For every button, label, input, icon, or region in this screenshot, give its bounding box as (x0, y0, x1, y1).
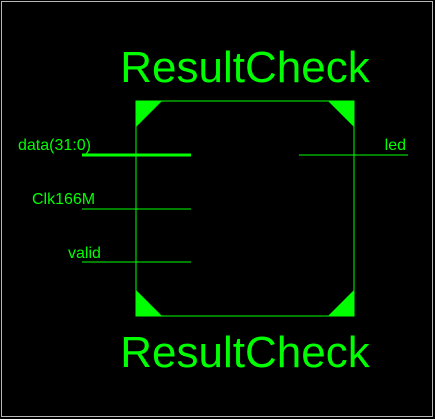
port-label-clk166m: Clk166M (32, 191, 95, 208)
corner-marker-bottom-right (328, 290, 354, 316)
symbol-title-top: ResultCheck (120, 43, 370, 92)
corner-marker-top-right (328, 101, 354, 127)
port-label-led: led (385, 137, 406, 154)
port-label-data: data(31:0) (18, 137, 91, 154)
port-label-valid: valid (68, 245, 101, 262)
corner-marker-bottom-left (136, 290, 162, 316)
symbol-title-bottom: ResultCheck (120, 328, 370, 377)
corner-marker-top-left (136, 101, 162, 127)
